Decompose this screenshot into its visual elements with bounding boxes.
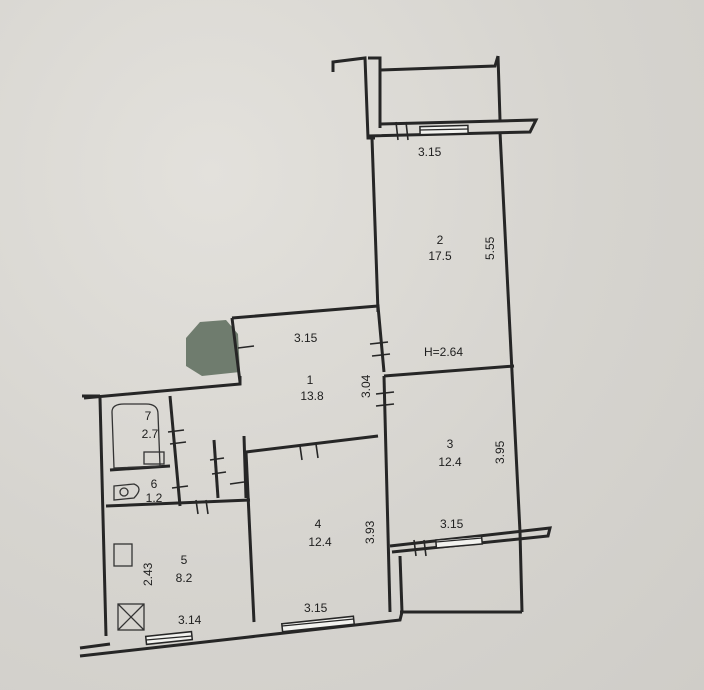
- dim-room3-bottom: 3.15: [440, 517, 464, 531]
- room-4-number: 4: [315, 517, 322, 531]
- stove-icon: [117, 603, 145, 631]
- dim-top-room2: 3.15: [418, 145, 442, 159]
- door-markers: [167, 121, 427, 557]
- room-7-number: 7: [145, 409, 152, 423]
- fixtures: [111, 403, 165, 631]
- room-5-area: 8.2: [176, 571, 193, 585]
- room-1-area: 13.8: [300, 389, 324, 403]
- dim-room4-bottom: 3.15: [304, 601, 328, 615]
- height-label: H=2.64: [424, 345, 463, 359]
- dim-room1-side: 3.04: [359, 374, 373, 398]
- room-3-area: 12.4: [438, 455, 462, 469]
- redaction-smudge: [186, 320, 240, 376]
- room-7-area: 2.7: [142, 427, 159, 441]
- room-3-number: 3: [447, 437, 454, 451]
- room-2-number: 2: [437, 233, 444, 247]
- bathtub-icon: [111, 403, 161, 469]
- toilet-icon: [113, 483, 140, 501]
- dim-room4-side: 3.93: [363, 520, 377, 544]
- room-4-area: 12.4: [308, 535, 332, 549]
- dim-room1-top: 3.15: [294, 331, 318, 345]
- sink-icon: [143, 451, 165, 465]
- windows: [144, 124, 484, 646]
- dim-room5-bottom: 3.14: [178, 613, 202, 627]
- dim-room3-side: 3.95: [493, 440, 507, 464]
- room-1-number: 1: [307, 373, 314, 387]
- room-2-area: 17.5: [428, 249, 452, 263]
- room-6-area: 1.2: [146, 491, 163, 505]
- labels: 3.15 5.55 2 17.5 H=2.64 3.15 3.04 1 13.8…: [141, 145, 507, 627]
- kitchen-sink-icon: [113, 543, 133, 567]
- dim-room5-side: 2.43: [141, 562, 155, 586]
- room-6-number: 6: [151, 477, 158, 491]
- dim-room2-side: 5.55: [483, 236, 497, 260]
- room-5-number: 5: [181, 553, 188, 567]
